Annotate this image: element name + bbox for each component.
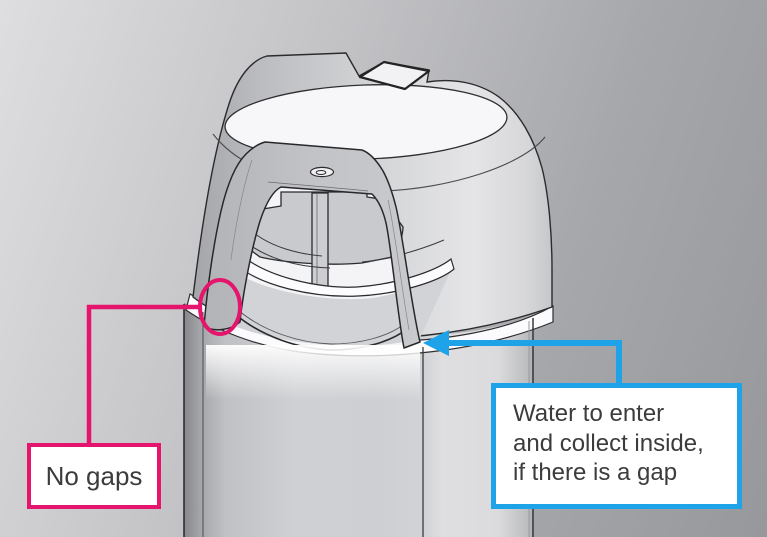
- no-gaps-callout: No gaps: [27, 443, 161, 509]
- no-gaps-leader-line: [86, 304, 201, 445]
- screw-hole-center: [315, 170, 327, 175]
- water-arrow-leader: [447, 340, 622, 385]
- top-notch: [358, 60, 431, 91]
- no-gaps-label: No gaps: [45, 460, 143, 491]
- frame-beam-line: [267, 181, 369, 192]
- inner-highlight: [206, 345, 420, 400]
- screw-hole: [309, 166, 335, 178]
- plate-arc-2: [253, 232, 323, 257]
- water-gap-label-line1: Water to enter: [513, 400, 665, 427]
- plate-arc-1: [246, 242, 331, 269]
- frame-left-crease: [230, 159, 253, 261]
- water-gap-callout: Water to enter and collect inside, if th…: [491, 383, 742, 509]
- frame-right-crease: [387, 199, 410, 331]
- inner-wall: [225, 268, 452, 346]
- opening-arc-light: [237, 309, 404, 345]
- frame-arch: [203, 141, 421, 349]
- water-arrowhead-icon: [423, 330, 449, 356]
- center-rib: [311, 192, 329, 289]
- water-gap-label-line2: and collect inside,: [513, 429, 704, 457]
- water-gap-label-line3: if there is a gap: [513, 459, 678, 486]
